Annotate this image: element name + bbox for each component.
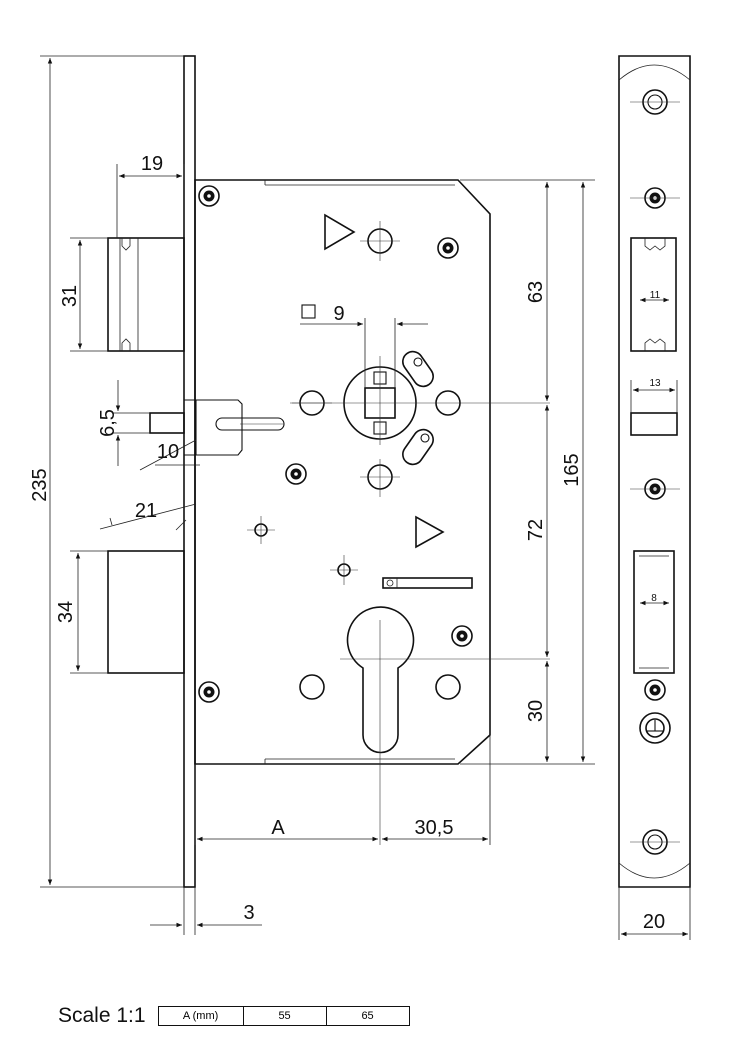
- case-screw-icon: [285, 463, 307, 485]
- dim-8: 8: [651, 593, 657, 604]
- square-spindle-icon: [301, 304, 316, 319]
- deadbolt-opening: [633, 550, 675, 674]
- dim-21: 21: [135, 500, 157, 522]
- dim-19: 19: [141, 153, 163, 175]
- dim-63: 63: [525, 281, 547, 303]
- dim-31: 31: [59, 285, 81, 307]
- dim-30-5: 30,5: [415, 817, 454, 839]
- dim-11: 11: [650, 290, 661, 301]
- dim-20: 20: [643, 911, 665, 933]
- foreplate-screw-icon: [644, 679, 666, 701]
- dead-bolt: [107, 550, 185, 674]
- dim-235: 235: [29, 468, 51, 501]
- scale-label: Scale 1:1: [58, 1004, 146, 1027]
- triangle-marker-icon: [324, 213, 356, 251]
- dim-3: 3: [243, 902, 254, 924]
- dim-72: 72: [525, 519, 547, 541]
- case-screw-icon: [198, 681, 220, 703]
- dim-10: 10: [157, 441, 179, 463]
- dim-A: A: [271, 817, 285, 839]
- lock-case: [194, 179, 491, 765]
- scale-table-header: A (mm): [157, 1006, 244, 1026]
- latch-opening: [630, 237, 677, 352]
- case-screw-icon: [451, 625, 473, 647]
- latch-lever: [196, 399, 285, 456]
- sliding-bar: [382, 577, 473, 589]
- dim-6-5: 6,5: [97, 409, 119, 437]
- scale-table-value-1: 55: [242, 1006, 327, 1026]
- case-screw-icon: [437, 237, 459, 259]
- slot-upper: [402, 350, 434, 388]
- triangle-marker-icon: [415, 515, 445, 549]
- dim-9: 9: [333, 303, 344, 325]
- latch-bolt: [107, 237, 185, 352]
- scale-table: A (mm) 55 65: [157, 1006, 410, 1026]
- scale-table-value-2: 65: [325, 1006, 410, 1026]
- scale-row: Scale 1:1 A (mm) 55 65: [58, 1004, 410, 1028]
- follower-hub: [290, 356, 550, 445]
- dim-165: 165: [561, 453, 583, 486]
- dim-34: 34: [55, 601, 77, 623]
- cylinder-cutout: [340, 606, 550, 845]
- dim-13: 13: [649, 378, 661, 389]
- anti-friction-opening: [630, 412, 678, 436]
- foreplate-front: [618, 55, 691, 888]
- anti-friction-bolt: [149, 399, 197, 456]
- slot-lower: [402, 428, 434, 466]
- foreplate-side: [183, 55, 196, 888]
- case-holes: [247, 221, 461, 700]
- cylinder-screw-icon: [639, 712, 671, 744]
- case-screw-icon: [198, 185, 220, 207]
- dim-30: 30: [525, 700, 547, 722]
